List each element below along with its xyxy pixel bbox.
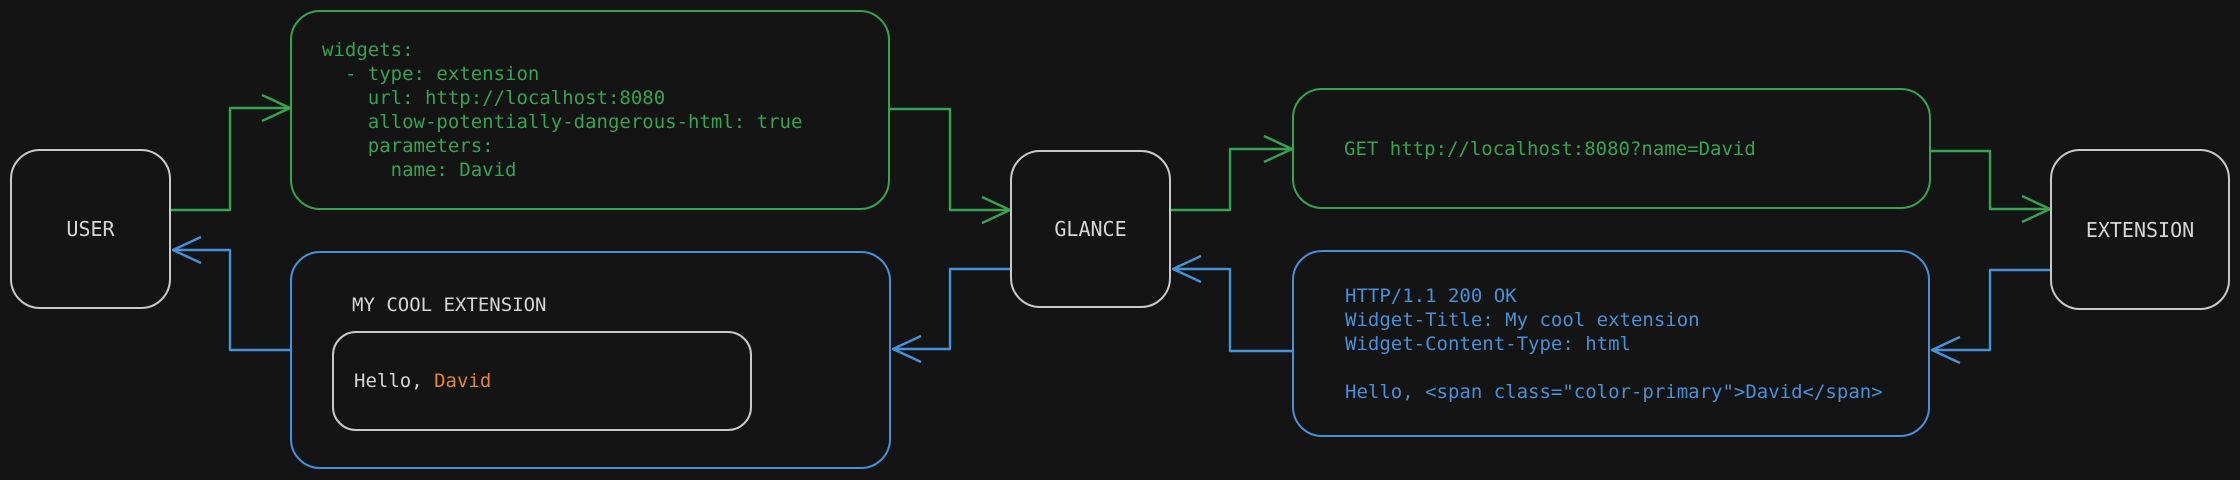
yaml-config-line: url: http://localhost:8080 (322, 87, 666, 109)
http-response-box: HTTP/1.1 200 OK Widget-Title: My cool ex… (1292, 250, 1930, 437)
node-glance-label: GLANCE (1054, 217, 1127, 241)
yaml-config-line: widgets: (322, 39, 414, 61)
node-extension: EXTENSION (2050, 149, 2230, 310)
arrowhead-extension-to-response (1930, 335, 1961, 365)
widget-content-box: Hello, David (332, 331, 752, 431)
wire-extension-to-response (1932, 268, 2050, 352)
http-response-line: Hello, <span class="color-primary">David… (1345, 380, 1883, 403)
http-request-line: GET http://localhost:8080?name=David (1344, 137, 1756, 160)
yaml-config-line: - type: extension (322, 63, 540, 85)
wire-widget-to-user (173, 248, 290, 352)
http-request-box: GET http://localhost:8080?name=David (1292, 88, 1931, 209)
widget-greeting-prefix: Hello, (354, 370, 435, 392)
wire-glance-to-widget (893, 267, 1010, 351)
yaml-config-box: widgets: - type: extension url: http://l… (290, 10, 890, 210)
wire-glance-to-request (1171, 147, 1292, 212)
rendered-widget-box: MY COOL EXTENSION Hello, David (290, 251, 891, 469)
widget-title: MY COOL EXTENSION (352, 294, 547, 316)
arrowhead-widget-to-user (171, 235, 202, 265)
wire-request-to-extension (1931, 149, 2050, 211)
node-user: USER (10, 149, 171, 309)
arrowhead-glance-to-widget (891, 334, 922, 364)
wire-user-to-config (171, 106, 290, 212)
node-extension-label: EXTENSION (2085, 217, 2195, 242)
node-user-label: USER (66, 217, 115, 241)
yaml-config-line: parameters: (322, 135, 494, 157)
wire-response-to-glance (1173, 267, 1292, 353)
http-response-line: HTTP/1.1 200 OK (1345, 284, 1517, 307)
http-response-line: Widget-Title: My cool extension (1345, 308, 1700, 331)
node-glance: GLANCE (1010, 150, 1171, 308)
http-response-line: Widget-Content-Type: html (1345, 332, 1631, 355)
yaml-config-line: allow-potentially-dangerous-html: true (322, 111, 803, 133)
arrowhead-response-to-glance (1171, 254, 1202, 284)
yaml-config-line: name: David (322, 159, 517, 181)
widget-greeting-name: David (434, 370, 492, 392)
wire-config-to-glance (890, 107, 1010, 212)
http-response-line (1345, 356, 1928, 380)
